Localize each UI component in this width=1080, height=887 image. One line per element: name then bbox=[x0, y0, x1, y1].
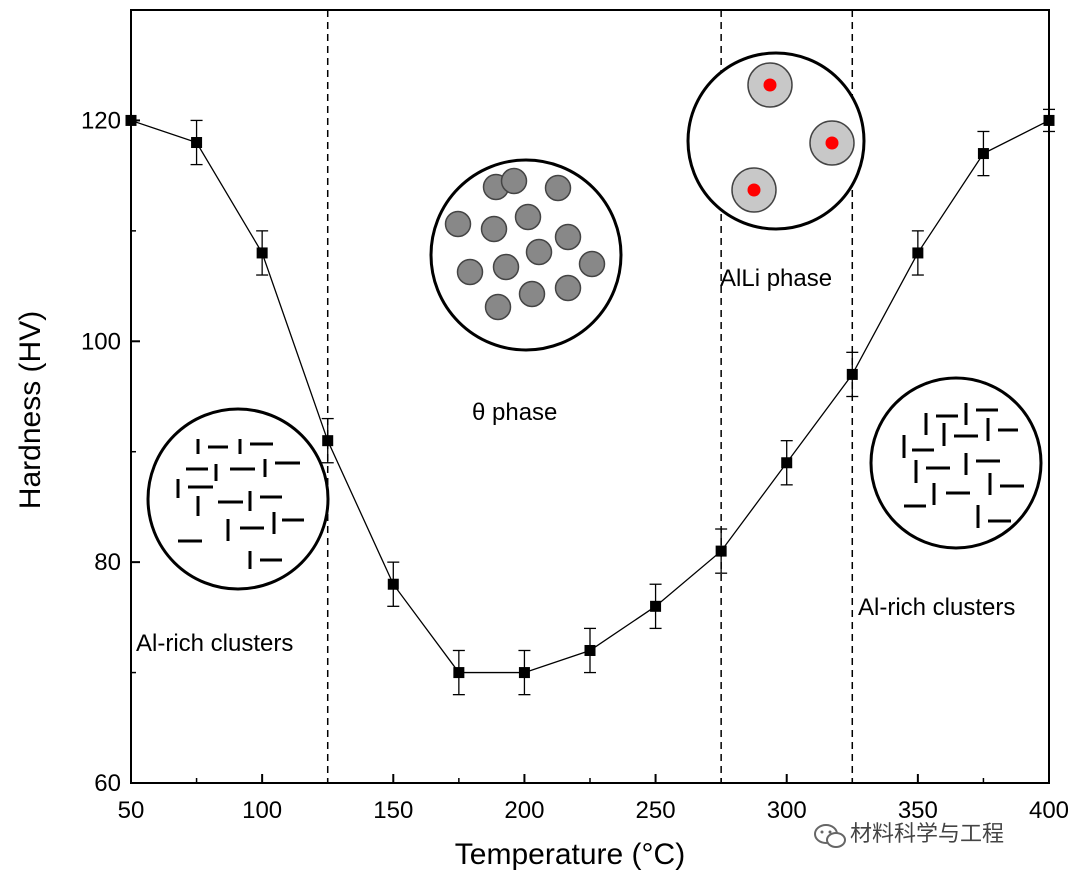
watermark-text: 材料科学与工程 bbox=[850, 822, 1004, 847]
theta-region-label: θ phase bbox=[472, 399, 557, 426]
data-point bbox=[191, 137, 203, 149]
theta-precipitate bbox=[456, 258, 484, 286]
data-point bbox=[125, 114, 137, 126]
left-region-label: Al-rich clusters bbox=[136, 630, 293, 657]
theta-precipitate bbox=[444, 210, 472, 238]
theta-precipitate bbox=[492, 253, 520, 281]
left-clusters-schematic bbox=[146, 407, 330, 591]
alli-region-label: AlLi phase bbox=[720, 265, 832, 292]
theta-precipitate bbox=[518, 280, 546, 308]
y-axis-label: Hardness (HV) bbox=[14, 311, 47, 509]
theta-precipitate bbox=[544, 174, 572, 202]
theta-precipitate bbox=[578, 250, 606, 278]
data-point bbox=[256, 247, 268, 259]
data-point bbox=[846, 368, 858, 380]
y-tick-label: 80 bbox=[94, 549, 121, 576]
y-tick-label: 120 bbox=[81, 107, 121, 134]
x-tick-label: 250 bbox=[636, 797, 676, 824]
theta-precipitate bbox=[554, 223, 582, 251]
data-point bbox=[1043, 114, 1055, 126]
data-point bbox=[322, 435, 334, 447]
x-tick-label: 50 bbox=[118, 797, 145, 824]
theta-precipitate bbox=[484, 293, 512, 321]
right-region-label: Al-rich clusters bbox=[858, 594, 1015, 621]
theta-precipitate bbox=[500, 167, 528, 195]
alli-precipitate-core bbox=[763, 78, 777, 92]
data-point bbox=[387, 578, 399, 590]
x-axis-label: Temperature (°C) bbox=[455, 838, 685, 871]
data-point bbox=[650, 600, 662, 612]
theta-phase-circle bbox=[429, 158, 623, 352]
data-point bbox=[584, 644, 596, 656]
left-clusters-circle bbox=[146, 407, 330, 591]
watermark: 材料科学与工程 bbox=[814, 822, 1004, 848]
wechat-icon bbox=[814, 824, 846, 848]
data-point bbox=[912, 247, 924, 259]
y-tick-label: 100 bbox=[81, 328, 121, 355]
x-tick-label: 300 bbox=[767, 797, 807, 824]
theta-precipitate bbox=[514, 203, 542, 231]
alli-phase-schematic bbox=[686, 51, 866, 231]
alli-precipitate-core bbox=[747, 183, 761, 197]
x-tick-label: 200 bbox=[504, 797, 544, 824]
x-tick-label: 100 bbox=[242, 797, 282, 824]
theta-precipitate bbox=[554, 274, 582, 302]
x-tick-label: 350 bbox=[898, 797, 938, 824]
right-clusters-schematic bbox=[869, 376, 1043, 550]
data-point bbox=[715, 545, 727, 557]
data-point bbox=[518, 667, 530, 679]
y-tick-label: 60 bbox=[94, 770, 121, 797]
data-point bbox=[977, 148, 989, 160]
theta-precipitate bbox=[480, 215, 508, 243]
theta-phase-schematic bbox=[429, 158, 623, 352]
x-tick-label: 400 bbox=[1029, 797, 1069, 824]
right-clusters-circle bbox=[869, 376, 1043, 550]
alli-precipitate-core bbox=[825, 136, 839, 150]
x-tick-label: 150 bbox=[373, 797, 413, 824]
theta-precipitate bbox=[525, 238, 553, 266]
data-point bbox=[781, 457, 793, 469]
data-point bbox=[453, 667, 465, 679]
